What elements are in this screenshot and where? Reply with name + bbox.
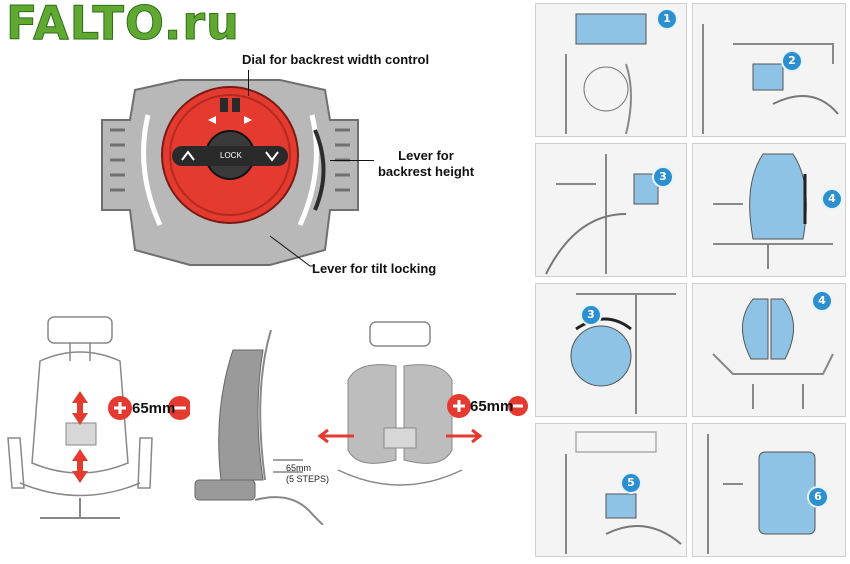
step-5-badge: 5 [620,472,642,494]
lock-label: LOCK [220,151,242,160]
leader-dial [248,70,249,96]
chair-front-height [0,313,190,523]
label-dial: Dial for backrest width control [242,52,430,67]
chair-side-view [193,330,328,525]
step-1-badge: 1 [656,8,678,30]
label-height: Lever for backrest height [377,148,475,179]
step-panel-6: 4 [692,283,846,417]
step-3b-badge: 3 [580,304,602,326]
step-panel-8: 6 [692,423,846,557]
step-panel-1: 1 [535,3,687,137]
range-label-front: 65mm [132,400,176,417]
step-panel-3: 3 [535,143,687,277]
step-panel-2: 2 [692,3,846,137]
step-4b-badge: 4 [811,290,833,312]
label-tilt: Lever for tilt locking [312,261,437,276]
step-4-badge: 4 [821,188,843,210]
leader-tilt [269,235,315,267]
step-panel-5: 3 [535,283,687,417]
mechanism-diagram [100,60,360,280]
leader-height [330,160,374,161]
side-steps-label: (5 STEPS) [286,474,330,484]
step-panel-7: 5 [535,423,687,557]
side-range-label: 65mm [286,463,312,473]
step-2-badge: 2 [781,50,803,72]
step-6-badge: 6 [807,486,829,508]
chair-width-view [318,320,528,510]
range-label-width: 65mm [470,398,514,415]
site-logo: FALTO.ru [6,0,240,51]
step-3-badge: 3 [652,166,674,188]
step-panel-4: 4 [692,143,846,277]
